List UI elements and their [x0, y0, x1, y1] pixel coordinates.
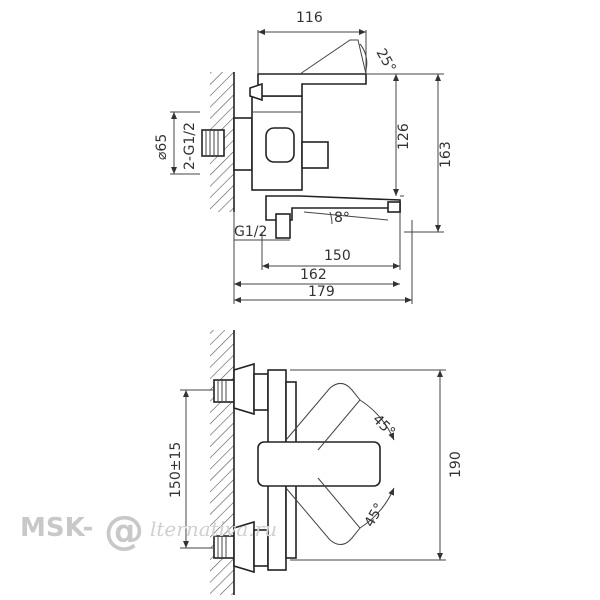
lower-escutcheon: [233, 520, 255, 574]
upper-inlet: [213, 379, 235, 403]
outlet-connector: [275, 213, 291, 239]
watermark: MSK- @ lternativa.ru: [20, 508, 277, 554]
upper-escutcheon: [233, 362, 255, 416]
spout-tip: [387, 201, 401, 213]
upper-nut: [253, 373, 269, 411]
dim-190-label: 190: [448, 451, 464, 478]
diverter-knob: [301, 141, 329, 169]
lever-handle: [257, 73, 367, 97]
body-window: [265, 127, 295, 163]
lever-raised-outline: [299, 39, 367, 75]
escutcheon: [233, 117, 253, 171]
lever-neutral: [257, 441, 381, 487]
dim-116-label: 116: [296, 10, 323, 26]
dim-45-up-label: 45°: [369, 412, 398, 441]
dim-150-label: 150: [324, 248, 351, 264]
dim-126-label: 126: [396, 123, 412, 150]
plan-view: 45° 45° 150±15 190: [168, 330, 464, 595]
dim-162-label: 162: [300, 267, 327, 283]
lever-back: [249, 82, 263, 102]
dim-diameter-label: ⌀65: [154, 134, 170, 160]
inlet-fitting: [201, 129, 225, 157]
dim-163-label: 163: [438, 141, 454, 168]
dim-outlet-label: G1/2: [234, 224, 267, 240]
watermark-brand: MSK-: [20, 513, 93, 543]
dim-25-deg-label: 25°: [373, 46, 399, 76]
dim-150-15-label: 150±15: [168, 442, 184, 498]
dim-179-label: 179: [308, 284, 335, 300]
lever-rotated-down: [285, 477, 361, 545]
dim-8-deg-label: 8°: [334, 210, 350, 226]
watermark-at: @: [104, 508, 144, 554]
watermark-site: lternativa.ru: [150, 517, 277, 541]
side-view: 116 25° ⌀65 2-G1/2 126 163 8° G1/2 150: [154, 10, 454, 304]
lever-rotated-up: [285, 383, 361, 451]
dim-connection-label: 2-G1/2: [182, 122, 198, 170]
